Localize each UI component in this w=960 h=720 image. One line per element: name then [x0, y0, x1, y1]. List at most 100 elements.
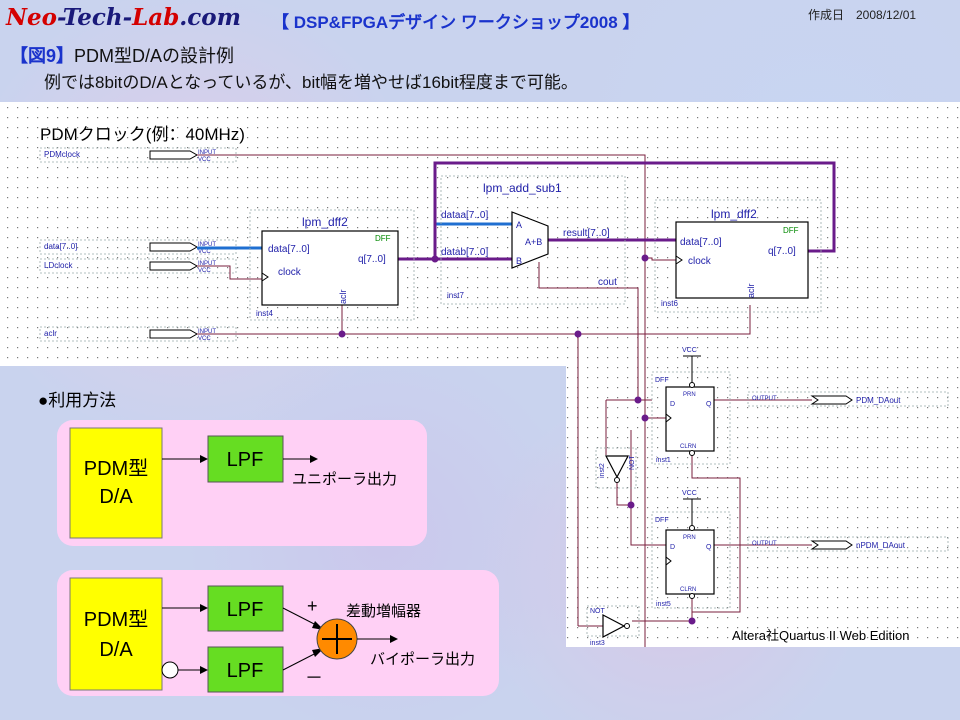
svg-text:Q: Q	[706, 544, 712, 551]
svg-text:－: －	[305, 668, 323, 688]
svg-text:INPUT: INPUT	[198, 329, 216, 335]
svg-text:VCC: VCC	[682, 490, 697, 497]
svg-text:aclr: aclr	[44, 329, 57, 338]
figure-number: 【図9】	[10, 46, 75, 66]
bus-lines	[197, 161, 836, 261]
svg-text:A: A	[516, 220, 522, 230]
svg-text:バイポーラ出力: バイポーラ出力	[370, 651, 475, 668]
svg-text:B: B	[516, 256, 522, 266]
pdm-da-block-1	[69, 427, 163, 539]
svg-text:PDM型: PDM型	[84, 608, 148, 631]
junction-dots	[338, 254, 696, 625]
svg-text:data[7..0]: data[7..0]	[44, 242, 77, 251]
tool-credit: Altera社Quartus II Web Edition	[732, 628, 910, 643]
svg-text:aclr: aclr	[746, 283, 756, 298]
figure-note: 例では8bitのD/Aとなっているが、bit幅を増やせば16bit程度まで可能。	[44, 73, 578, 92]
workshop-title: 【 DSP&FPGAデザイン ワークショップ2008 】	[272, 13, 640, 32]
svg-text:clock: clock	[278, 267, 302, 278]
svg-text:q[7..0]: q[7..0]	[768, 246, 796, 257]
svg-text:inst3: inst3	[590, 640, 605, 647]
svg-text:LPF: LPF	[227, 599, 264, 621]
inverter-bubble	[161, 661, 179, 679]
svg-text:lpm_add_sub1: lpm_add_sub1	[483, 181, 562, 195]
svg-text:VCC: VCC	[682, 347, 697, 354]
svg-text:D/A: D/A	[99, 639, 133, 661]
svg-text:inst5: inst5	[656, 601, 671, 608]
svg-text:+: +	[307, 596, 318, 616]
svg-text:cout: cout	[598, 277, 617, 288]
svg-text:lpm_dff2: lpm_dff2	[711, 207, 757, 221]
svg-text:dataa[7..0]: dataa[7..0]	[441, 210, 488, 221]
svg-text:INPUT: INPUT	[198, 242, 216, 248]
svg-text:data[7..0]: data[7..0]	[680, 237, 722, 248]
svg-text:A+B: A+B	[525, 237, 542, 247]
dff-inst5: VCC DFF PRN D Q CLRN inst5	[651, 490, 731, 609]
svg-text:DFF: DFF	[783, 226, 799, 235]
svg-text:lpm_dff2: lpm_dff2	[302, 215, 348, 229]
svg-text:DFF: DFF	[375, 234, 391, 243]
svg-text:LPF: LPF	[227, 660, 264, 682]
pin-npdm-daout: OUTPUT nPDM_DAout	[747, 536, 949, 552]
svg-text:PRN: PRN	[683, 392, 696, 398]
svg-text:inst6: inst6	[661, 299, 678, 308]
pdm-da-block-2	[69, 577, 163, 691]
svg-text:D: D	[670, 401, 675, 408]
figure-title-text: PDM型D/Aの設計例	[74, 46, 235, 66]
svg-text:data[7..0]: data[7..0]	[268, 244, 310, 255]
svg-text:clock: clock	[688, 256, 712, 267]
svg-text:INPUT: INPUT	[198, 261, 216, 267]
lpf-block-2	[207, 585, 284, 632]
schematic-diagram: PDMclock INPUT VCC data[7..0] INPUT VCC …	[0, 102, 960, 647]
svg-text:VCC: VCC	[198, 249, 211, 255]
pin-ldclock: LDclock INPUT VCC	[39, 258, 237, 274]
svg-text:PDM型: PDM型	[84, 457, 148, 480]
not-inst3: NOT inst3	[586, 605, 640, 647]
svg-text:result[7..0]: result[7..0]	[563, 228, 610, 239]
svg-text:inst1: inst1	[656, 457, 671, 464]
lpf-block-1	[207, 435, 284, 483]
adder-inst7: lpm_add_sub1 A B A+B dataa[7..0] datab[7…	[440, 175, 626, 305]
pin-pdmclock: PDMclock INPUT VCC	[39, 147, 237, 163]
figure-title: 【図9】PDM型D/Aの設計例	[10, 42, 234, 68]
clock-note: PDMクロック(例：40MHz)	[40, 125, 245, 144]
lpf-block-3	[207, 646, 284, 693]
svg-text:OUTPUT: OUTPUT	[752, 396, 777, 402]
svg-text:NOT: NOT	[629, 455, 636, 471]
svg-text:VCC: VCC	[198, 157, 211, 163]
dff-inst6: lpm_dff2 DFF data[7..0] clock q[7..0] ac…	[654, 199, 822, 313]
svg-text:inst2: inst2	[599, 463, 606, 478]
svg-text:q[7..0]: q[7..0]	[358, 254, 386, 265]
pin-pdm-daout: OUTPUT PDM_DAout	[747, 391, 949, 407]
usage-heading: ●利用方法	[38, 391, 117, 410]
svg-text:PRN: PRN	[683, 535, 696, 541]
svg-text:LPF: LPF	[227, 449, 264, 471]
svg-text:OUTPUT: OUTPUT	[752, 541, 777, 547]
svg-text:D/A: D/A	[99, 486, 133, 508]
svg-text:aclr: aclr	[338, 289, 348, 304]
svg-text:PDM_DAout: PDM_DAout	[856, 396, 901, 405]
svg-text:PDMclock: PDMclock	[44, 150, 81, 159]
pin-aclr: aclr INPUT VCC	[39, 326, 237, 342]
svg-text:LDclock: LDclock	[44, 261, 73, 270]
not-inst2: inst2 NOT	[595, 447, 637, 489]
svg-text:INPUT: INPUT	[198, 150, 216, 156]
svg-text:VCC: VCC	[198, 336, 211, 342]
dff-inst4: lpm_dff2 DFF data[7..0] clock q[7..0] ac…	[249, 209, 415, 321]
dff-inst1: VCC DFF PRN D Q CLRN inst1	[651, 347, 731, 465]
svg-text:CLRN: CLRN	[680, 587, 696, 593]
site-logo: Neo-Tech-Lab.com	[6, 4, 241, 31]
svg-text:DFF: DFF	[655, 517, 669, 524]
svg-text:Q: Q	[706, 401, 712, 408]
usage-diagram: PDM型 D/A LPF ユニポーラ出力 PDM型 D/A LPF LPF + …	[57, 420, 499, 696]
svg-text:inst7: inst7	[447, 291, 464, 300]
svg-text:CLRN: CLRN	[680, 444, 696, 450]
bipolar-example: PDM型 D/A LPF LPF + － 差動増幅器 バイポーラ出力	[57, 570, 499, 696]
svg-text:NOT: NOT	[590, 608, 606, 615]
unipolar-example: PDM型 D/A LPF ユニポーラ出力	[57, 420, 427, 546]
created-date: 作成日 2008/12/01	[808, 8, 917, 22]
pin-data: data[7..0] INPUT VCC	[39, 239, 237, 255]
svg-text:VCC: VCC	[198, 268, 211, 274]
svg-text:nPDM_DAout: nPDM_DAout	[856, 541, 906, 550]
svg-text:inst4: inst4	[256, 309, 273, 318]
svg-text:差動増幅器: 差動増幅器	[346, 603, 421, 620]
